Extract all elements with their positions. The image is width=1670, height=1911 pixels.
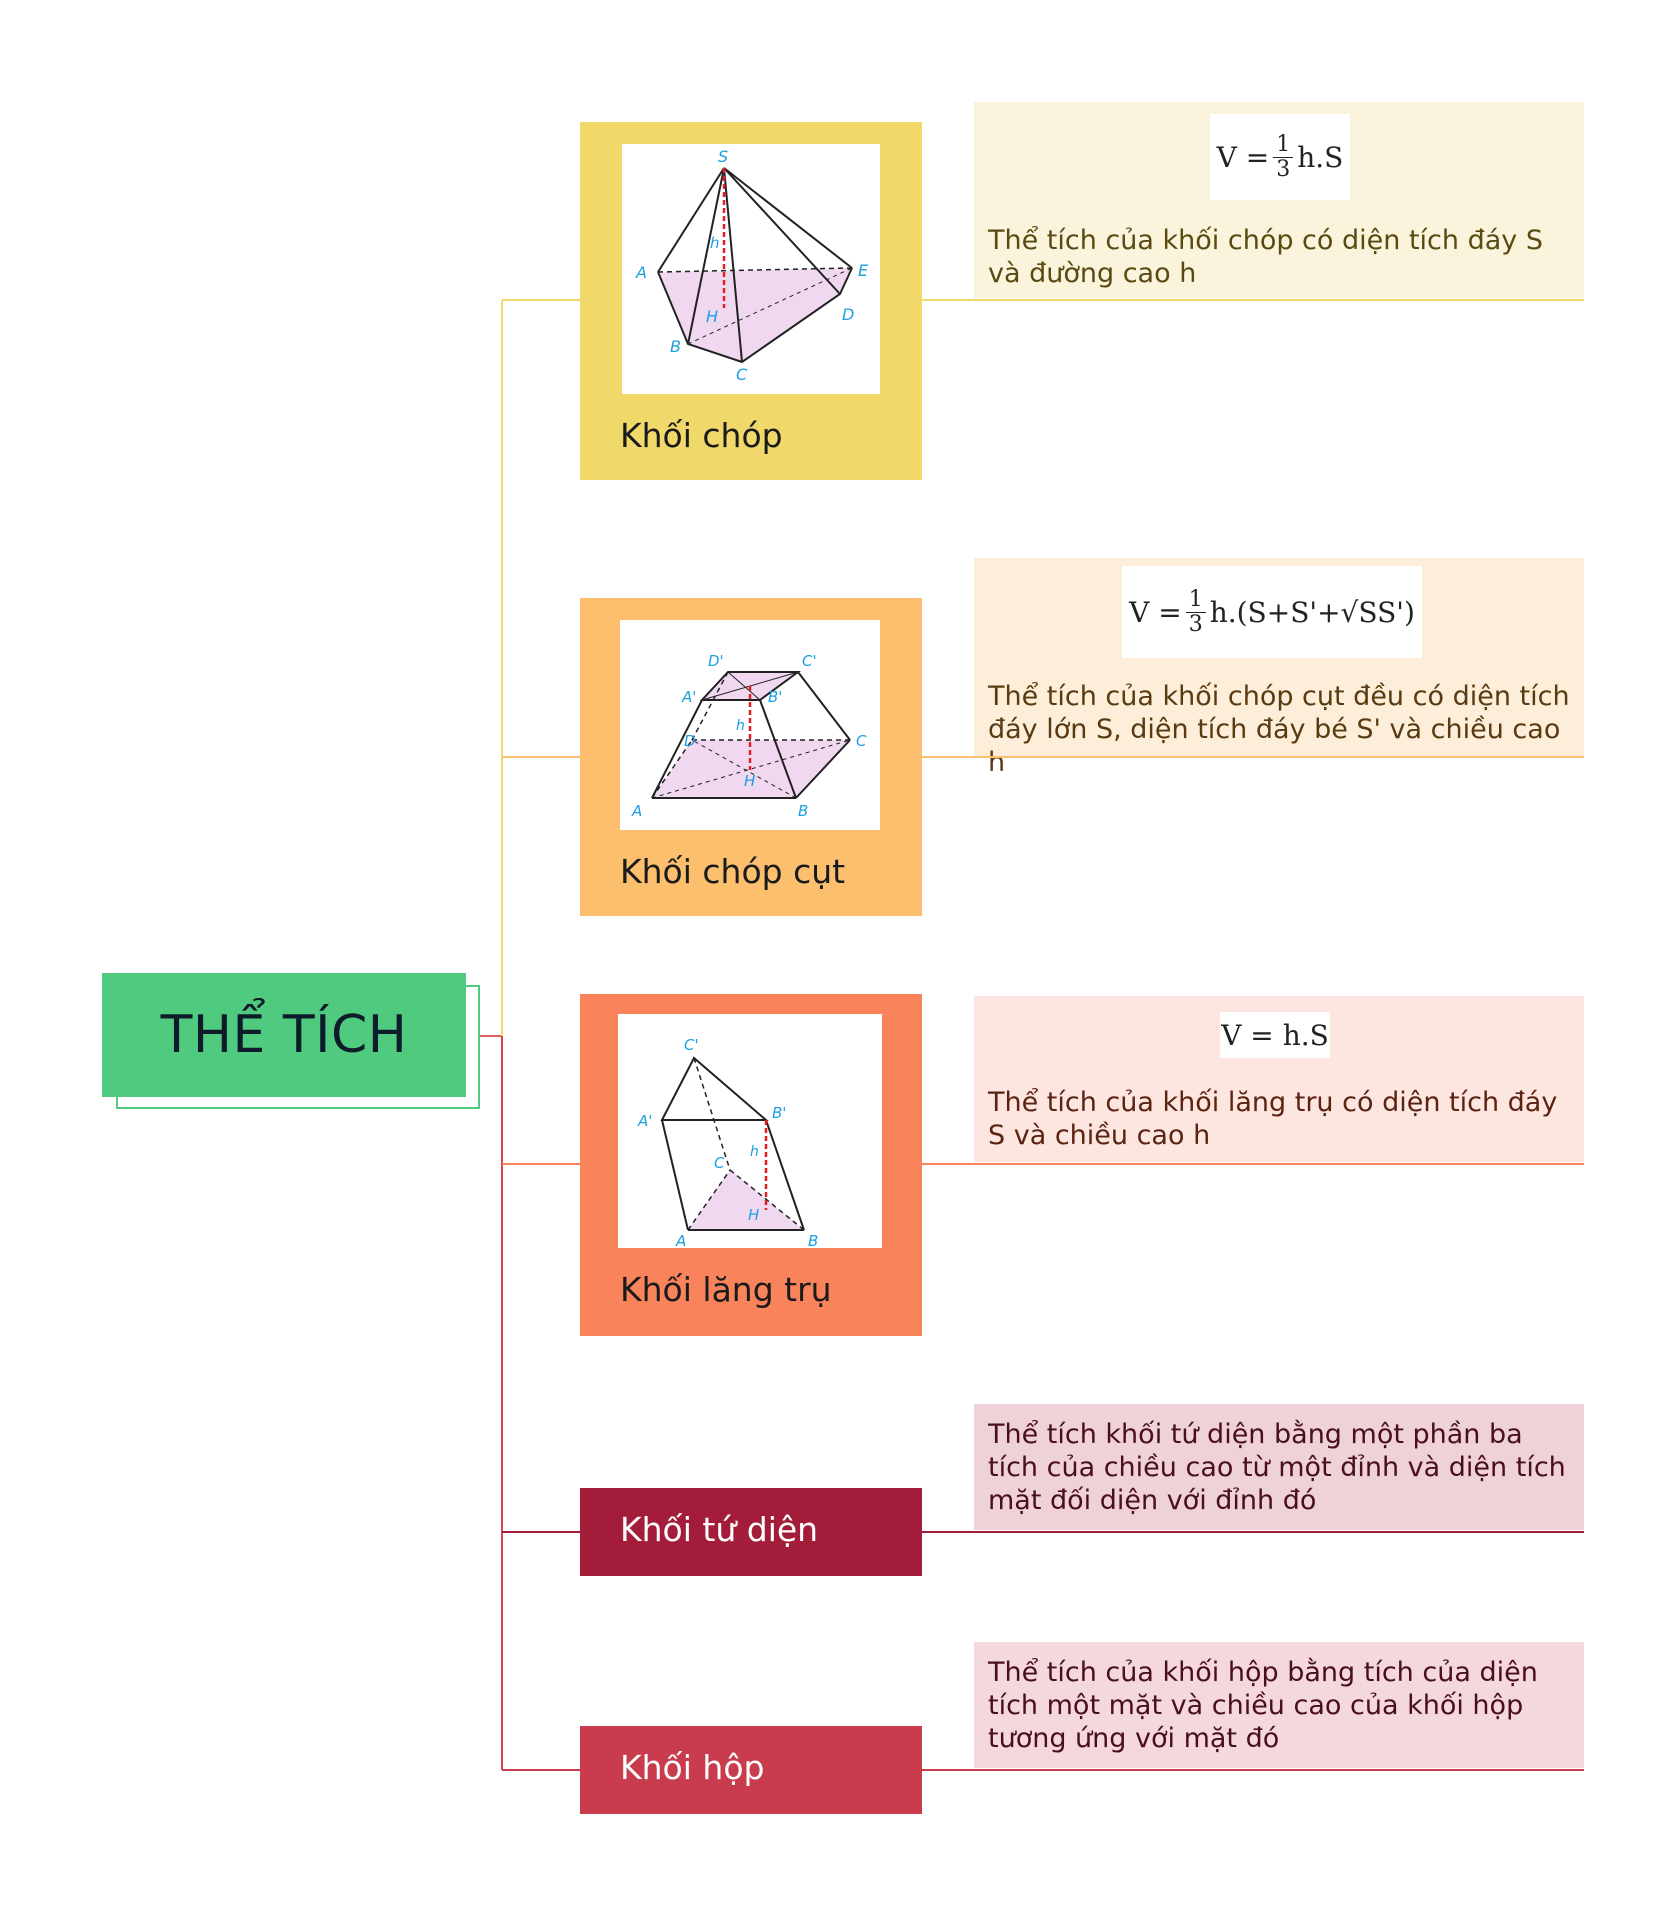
note-text: Thể tích của khối chóp có diện tích đáy … [988,225,1543,289]
svg-text:h: h [710,234,720,252]
svg-text:S: S [718,147,728,166]
branch-khoi-chop-cut[interactable]: D' C' A' B' h D C H A B Khối chóp cụt [580,598,922,916]
svg-text:h: h [736,718,745,734]
prism-figure: C' A' B' C h H A B [618,1014,882,1250]
svg-text:B': B' [768,688,782,706]
svg-text:B': B' [772,1104,786,1122]
svg-text:C: C [736,365,748,384]
branch-khoi-hop[interactable]: Khối hộp [580,1726,922,1814]
note-khoi-hop: Thể tích của khối hộp bằng tích của diện… [974,1642,1584,1768]
underline-khoi-tu-dien [922,1531,1584,1533]
underline-khoi-chop [922,299,1584,301]
note-text: Thể tích của khối chóp cụt đều có diện t… [988,681,1570,778]
svg-text:C': C' [802,652,817,670]
branch-label: Khối lăng trụ [620,1270,832,1309]
pyramid-figure: S h A E H D B C [622,144,880,394]
root-label: THỂ TÍCH [160,1005,408,1065]
svg-text:A: A [631,802,642,820]
underline-khoi-hop [922,1769,1584,1771]
svg-text:C: C [856,732,867,750]
svg-text:H: H [706,307,718,326]
root-node[interactable]: THỂ TÍCH [102,973,466,1097]
svg-text:D: D [842,305,854,324]
branch-label: Khối tứ diện [620,1510,819,1549]
branch-khoi-chop[interactable]: S h A E H D B C Khối chóp [580,122,922,480]
branch-label: Khối hộp [620,1748,765,1787]
note-text: Thể tích của khối lăng trụ có diện tích … [988,1087,1558,1151]
svg-text:E: E [858,261,869,280]
svg-text:D: D [684,732,696,750]
note-text: Thể tích khối tứ diện bằng một phần ba t… [988,1419,1566,1516]
svg-text:D': D' [708,652,724,670]
branch-khoi-lang-tru[interactable]: C' A' B' C h H A B Khối lăng trụ [580,994,922,1336]
branch-khoi-tu-dien[interactable]: Khối tứ diện [580,1488,922,1576]
branch-label: Khối chóp cụt [620,852,846,891]
svg-text:B: B [670,337,681,356]
note-khoi-lang-tru: V = h.S Thể tích của khối lăng trụ có di… [974,996,1584,1162]
underline-khoi-chop-cut [922,756,1584,758]
svg-text:B: B [798,802,808,820]
pyramid-diagram: S h A E H D B C [635,147,869,384]
note-khoi-tu-dien: Thể tích khối tứ diện bằng một phần ba t… [974,1404,1584,1530]
svg-text:C': C' [684,1036,699,1054]
note-text: Thể tích của khối hộp bằng tích của diện… [988,1657,1538,1754]
branch-label: Khối chóp [620,416,783,455]
svg-text:h: h [750,1144,759,1160]
svg-text:H: H [744,772,755,790]
prism-diagram: C' A' B' C h H A B [637,1036,818,1250]
frustum-diagram: D' C' A' B' h D C H A B [631,652,867,820]
svg-text:A': A' [681,688,696,706]
formula-khoi-lang-tru: V = h.S [1220,1012,1330,1058]
svg-text:A: A [675,1232,686,1248]
svg-text:C: C [714,1154,725,1172]
underline-khoi-lang-tru [922,1163,1584,1165]
svg-text:H: H [748,1206,759,1224]
svg-text:B: B [808,1232,818,1248]
svg-text:A': A' [637,1112,652,1130]
frustum-figure: D' C' A' B' h D C H A B [620,620,880,830]
svg-text:A: A [635,263,647,282]
